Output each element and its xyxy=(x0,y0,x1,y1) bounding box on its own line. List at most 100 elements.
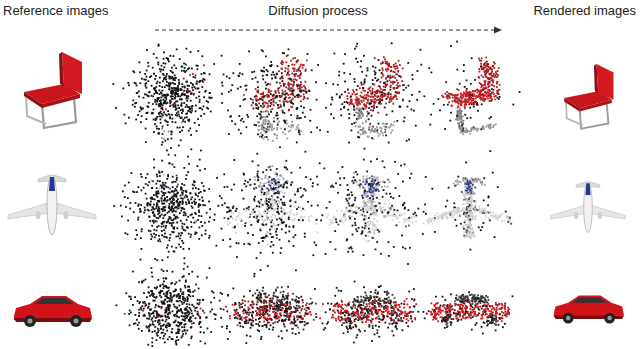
point xyxy=(390,89,392,91)
point xyxy=(144,73,146,75)
point xyxy=(439,109,441,111)
point xyxy=(381,94,383,96)
point xyxy=(263,111,265,113)
point xyxy=(199,91,201,93)
point xyxy=(392,103,394,105)
point xyxy=(299,70,301,72)
point xyxy=(455,94,457,96)
point xyxy=(155,75,157,77)
point xyxy=(462,116,464,118)
point xyxy=(153,109,155,111)
point xyxy=(198,124,200,126)
point xyxy=(369,90,371,92)
point xyxy=(399,64,401,66)
point xyxy=(187,156,189,158)
point xyxy=(171,133,173,135)
point xyxy=(377,112,379,114)
point xyxy=(383,126,385,128)
point xyxy=(285,86,287,88)
point xyxy=(156,103,158,105)
point xyxy=(171,114,173,116)
point xyxy=(360,60,362,62)
point xyxy=(360,108,362,110)
point xyxy=(267,89,269,91)
point xyxy=(362,133,364,135)
point xyxy=(112,83,114,85)
point xyxy=(389,79,391,81)
point xyxy=(175,96,177,98)
point xyxy=(128,84,130,86)
point xyxy=(163,138,165,140)
point xyxy=(497,91,499,93)
point xyxy=(297,88,299,90)
point xyxy=(353,106,355,108)
point xyxy=(492,66,494,68)
point xyxy=(168,61,170,63)
point xyxy=(375,67,377,69)
point xyxy=(355,99,357,101)
point xyxy=(301,86,303,88)
point xyxy=(388,142,390,144)
point xyxy=(343,106,345,108)
point xyxy=(394,121,396,123)
point xyxy=(202,81,204,83)
point xyxy=(395,68,397,70)
point xyxy=(382,68,384,70)
point xyxy=(460,104,462,106)
point xyxy=(146,94,148,96)
point xyxy=(306,60,308,62)
point xyxy=(150,75,152,77)
point xyxy=(304,116,306,118)
point xyxy=(115,107,117,109)
point xyxy=(384,95,386,97)
point xyxy=(174,83,176,85)
point xyxy=(267,105,269,107)
point xyxy=(305,151,307,153)
point xyxy=(273,100,275,102)
point xyxy=(416,99,418,101)
point xyxy=(393,64,395,66)
point xyxy=(384,131,386,133)
point xyxy=(192,105,194,107)
point xyxy=(168,85,170,87)
point xyxy=(489,67,491,69)
plane-rendered xyxy=(551,182,626,233)
point xyxy=(273,98,275,100)
point xyxy=(484,88,486,90)
point xyxy=(470,117,472,119)
point xyxy=(449,93,451,95)
point xyxy=(152,95,154,97)
point xyxy=(356,89,358,91)
point xyxy=(256,104,258,106)
point xyxy=(493,85,495,87)
point xyxy=(368,107,370,109)
point xyxy=(197,118,199,120)
point xyxy=(277,114,279,116)
point xyxy=(184,93,186,95)
point xyxy=(128,117,130,119)
point xyxy=(347,102,349,104)
point xyxy=(222,85,224,87)
point xyxy=(386,61,388,63)
point xyxy=(256,153,258,155)
point xyxy=(204,79,206,81)
point xyxy=(354,78,356,80)
point xyxy=(160,119,162,121)
point xyxy=(396,65,398,67)
point xyxy=(466,117,468,119)
point xyxy=(268,124,270,126)
point xyxy=(305,69,307,71)
point xyxy=(288,70,290,72)
point xyxy=(193,94,195,96)
point xyxy=(262,116,264,118)
point xyxy=(175,109,177,111)
point xyxy=(303,85,305,87)
point xyxy=(299,133,301,135)
point xyxy=(495,124,497,126)
point xyxy=(139,71,141,73)
point xyxy=(171,138,173,140)
point xyxy=(364,130,366,132)
point xyxy=(183,90,185,92)
point xyxy=(330,104,332,106)
point xyxy=(348,117,350,119)
